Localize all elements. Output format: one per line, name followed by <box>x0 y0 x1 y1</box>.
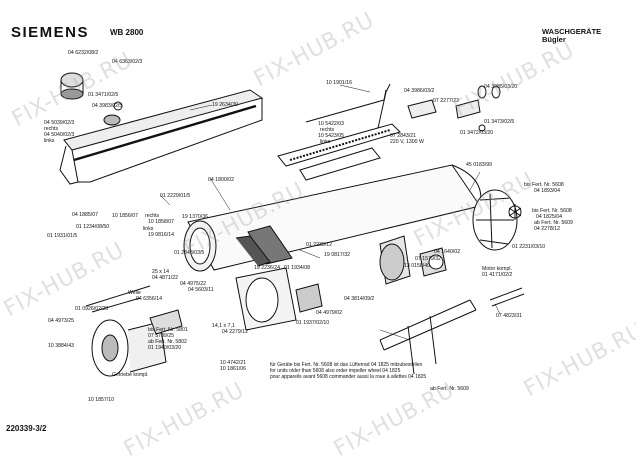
part-label: 19 2634/30 <box>212 102 238 108</box>
part-label: 45 0183/99 <box>466 162 492 168</box>
part-label: 07 2843/21 <box>390 133 416 139</box>
support-frame <box>379 287 525 375</box>
category-line-2: Bügler <box>542 35 566 44</box>
part-label: 04 5040/02/3 <box>44 132 75 138</box>
part-label: 04 3983/02/5 <box>92 103 123 109</box>
part-label: 01 3472/03/20 <box>460 130 494 136</box>
leader-lines <box>159 84 501 341</box>
part-label: 01 1937/02/10 <box>296 320 330 326</box>
part-label: 01 3473/02/5 <box>484 119 515 125</box>
part-label: 01 2229/01/5 <box>160 193 191 199</box>
part-label: 04 4871/22 <box>152 275 178 281</box>
part-label: bis Fert. Nr. 5801 <box>148 327 188 333</box>
exploded-parts-diagram: SIEMENS WB 2800 WASCHGERÄTE Bügler 22033… <box>0 8 636 462</box>
part-label: 01 4171/02/2 <box>482 272 513 278</box>
part-label: bis Fert. Nr. 5608 <box>524 182 564 188</box>
roller-drum <box>183 164 482 272</box>
part-label: 04 1893/04 <box>534 188 560 194</box>
part-label: 04 3814/09/2 <box>344 296 375 302</box>
part-label: links <box>44 138 55 144</box>
part-label: 04 1800/02 <box>208 177 234 183</box>
part-label: 10 5422/03 <box>318 121 344 127</box>
brand-logo: SIEMENS <box>11 24 90 41</box>
part-label: 10 1856/07 <box>112 213 138 219</box>
impeller-note: für Geräte bis Fert. Nr. 5608 ist das Lü… <box>270 362 426 380</box>
knob-and-gears <box>60 72 123 126</box>
part-label: 04 6232/08/2 <box>68 50 99 56</box>
part-label: 01 2230/12 <box>306 242 332 248</box>
note-line: pour appareils avant 5608 commander auss… <box>270 374 427 380</box>
part-label: ab Fert. Nr. 5802 <box>148 339 187 345</box>
part-label: 04 1885/07 <box>72 212 98 218</box>
part-label: 04 6363/02/3 <box>112 59 143 65</box>
part-label: Motor kompl. <box>482 266 512 272</box>
part-label: Welle <box>128 290 141 296</box>
part-label: rechts <box>44 126 59 132</box>
drive-wheel <box>85 285 183 377</box>
part-label: 19 2236/24 <box>254 265 280 271</box>
part-label: 01 2231/03/10 <box>512 244 546 250</box>
part-label: 07 1579/32 <box>415 256 441 262</box>
parts-drawing <box>59 72 525 377</box>
part-label: 01 3471/02/5 <box>88 92 119 98</box>
part-label: 04 1825/04 <box>536 214 562 220</box>
part-label: 01 1931/01/5 <box>47 233 78 239</box>
part-label: 07 4823/31 <box>496 313 522 319</box>
heating-element <box>277 83 401 181</box>
gearbox <box>235 267 323 331</box>
part-label: ab Fert. Nr. 5609 <box>534 220 573 226</box>
part-label: 01 2343/03/5 <box>174 250 205 256</box>
part-label: 07 5789/25 <box>148 333 174 339</box>
upper-housing <box>59 89 264 185</box>
part-label: 10 4742/21 <box>220 360 246 366</box>
part-label: 10 1858/07 <box>148 219 174 225</box>
part-label: 13 0158/40 <box>404 263 430 269</box>
note-line: for units older than 5608 also order imp… <box>270 368 401 374</box>
part-label: Getriebe kompl. <box>112 372 149 378</box>
part-label: 01 0926/02/20 <box>75 306 109 312</box>
part-label: 07 2277/23 <box>433 98 459 104</box>
sheet-number: 220339-3/2 <box>6 424 47 433</box>
part-label: 10 5423/05 <box>318 133 344 139</box>
part-label: 04 3986/03/2 <box>404 88 435 94</box>
part-label: 04 4979/02 <box>316 310 342 316</box>
part-label: 19 0817/32 <box>324 252 350 258</box>
part-label: rechts <box>320 127 335 133</box>
part-label: 10 3884/43 <box>48 343 74 349</box>
part-label: 10 1901/16 <box>326 80 352 86</box>
part-label: 14,1 x 7,1 <box>212 323 235 329</box>
part-label: 25 x 14 <box>152 269 170 275</box>
part-label: 19 0816/14 <box>148 232 174 238</box>
part-label: bis Fert. Nr. 5608 <box>532 208 572 214</box>
part-label: 04 2278/12 <box>534 226 560 232</box>
part-label: 04 3985/03/20 <box>484 84 518 90</box>
part-label: ab Fert. Nr. 5609 <box>430 386 469 392</box>
model-number: WB 2800 <box>110 28 144 37</box>
part-label: 04 4973/25 <box>48 318 74 324</box>
part-label: 01 1234/08/50 <box>76 224 110 230</box>
part-label: links <box>143 226 154 232</box>
motor <box>379 235 447 285</box>
part-label: 04 2279/12 <box>222 329 248 335</box>
category-line-1: WASCHGERÄTE <box>542 27 602 36</box>
part-label: 19 1370/36 <box>182 214 208 220</box>
note-line: für Geräte bis Fert. Nr. 5608 ist das Lü… <box>270 362 423 368</box>
part-label: 04 5039/02/3 <box>44 120 75 126</box>
part-label: links <box>320 139 331 145</box>
part-label: 10 1857/10 <box>88 397 114 403</box>
part-label: 01 1940/03/20 <box>148 345 182 351</box>
part-label: 04 5603/11 <box>188 287 214 293</box>
part-label: 04 4975/22 <box>180 281 206 287</box>
part-label: rechts <box>145 213 160 219</box>
part-label: 10 1861/06 <box>220 366 246 372</box>
part-label: 01 1934/08 <box>284 265 310 271</box>
switch-parts <box>407 85 501 132</box>
part-label: 04 1640/02 <box>434 249 460 255</box>
part-label: 220 V, 1300 W <box>390 139 424 145</box>
fan-impeller <box>472 189 522 251</box>
part-label: 04 6356/14 <box>136 296 162 302</box>
